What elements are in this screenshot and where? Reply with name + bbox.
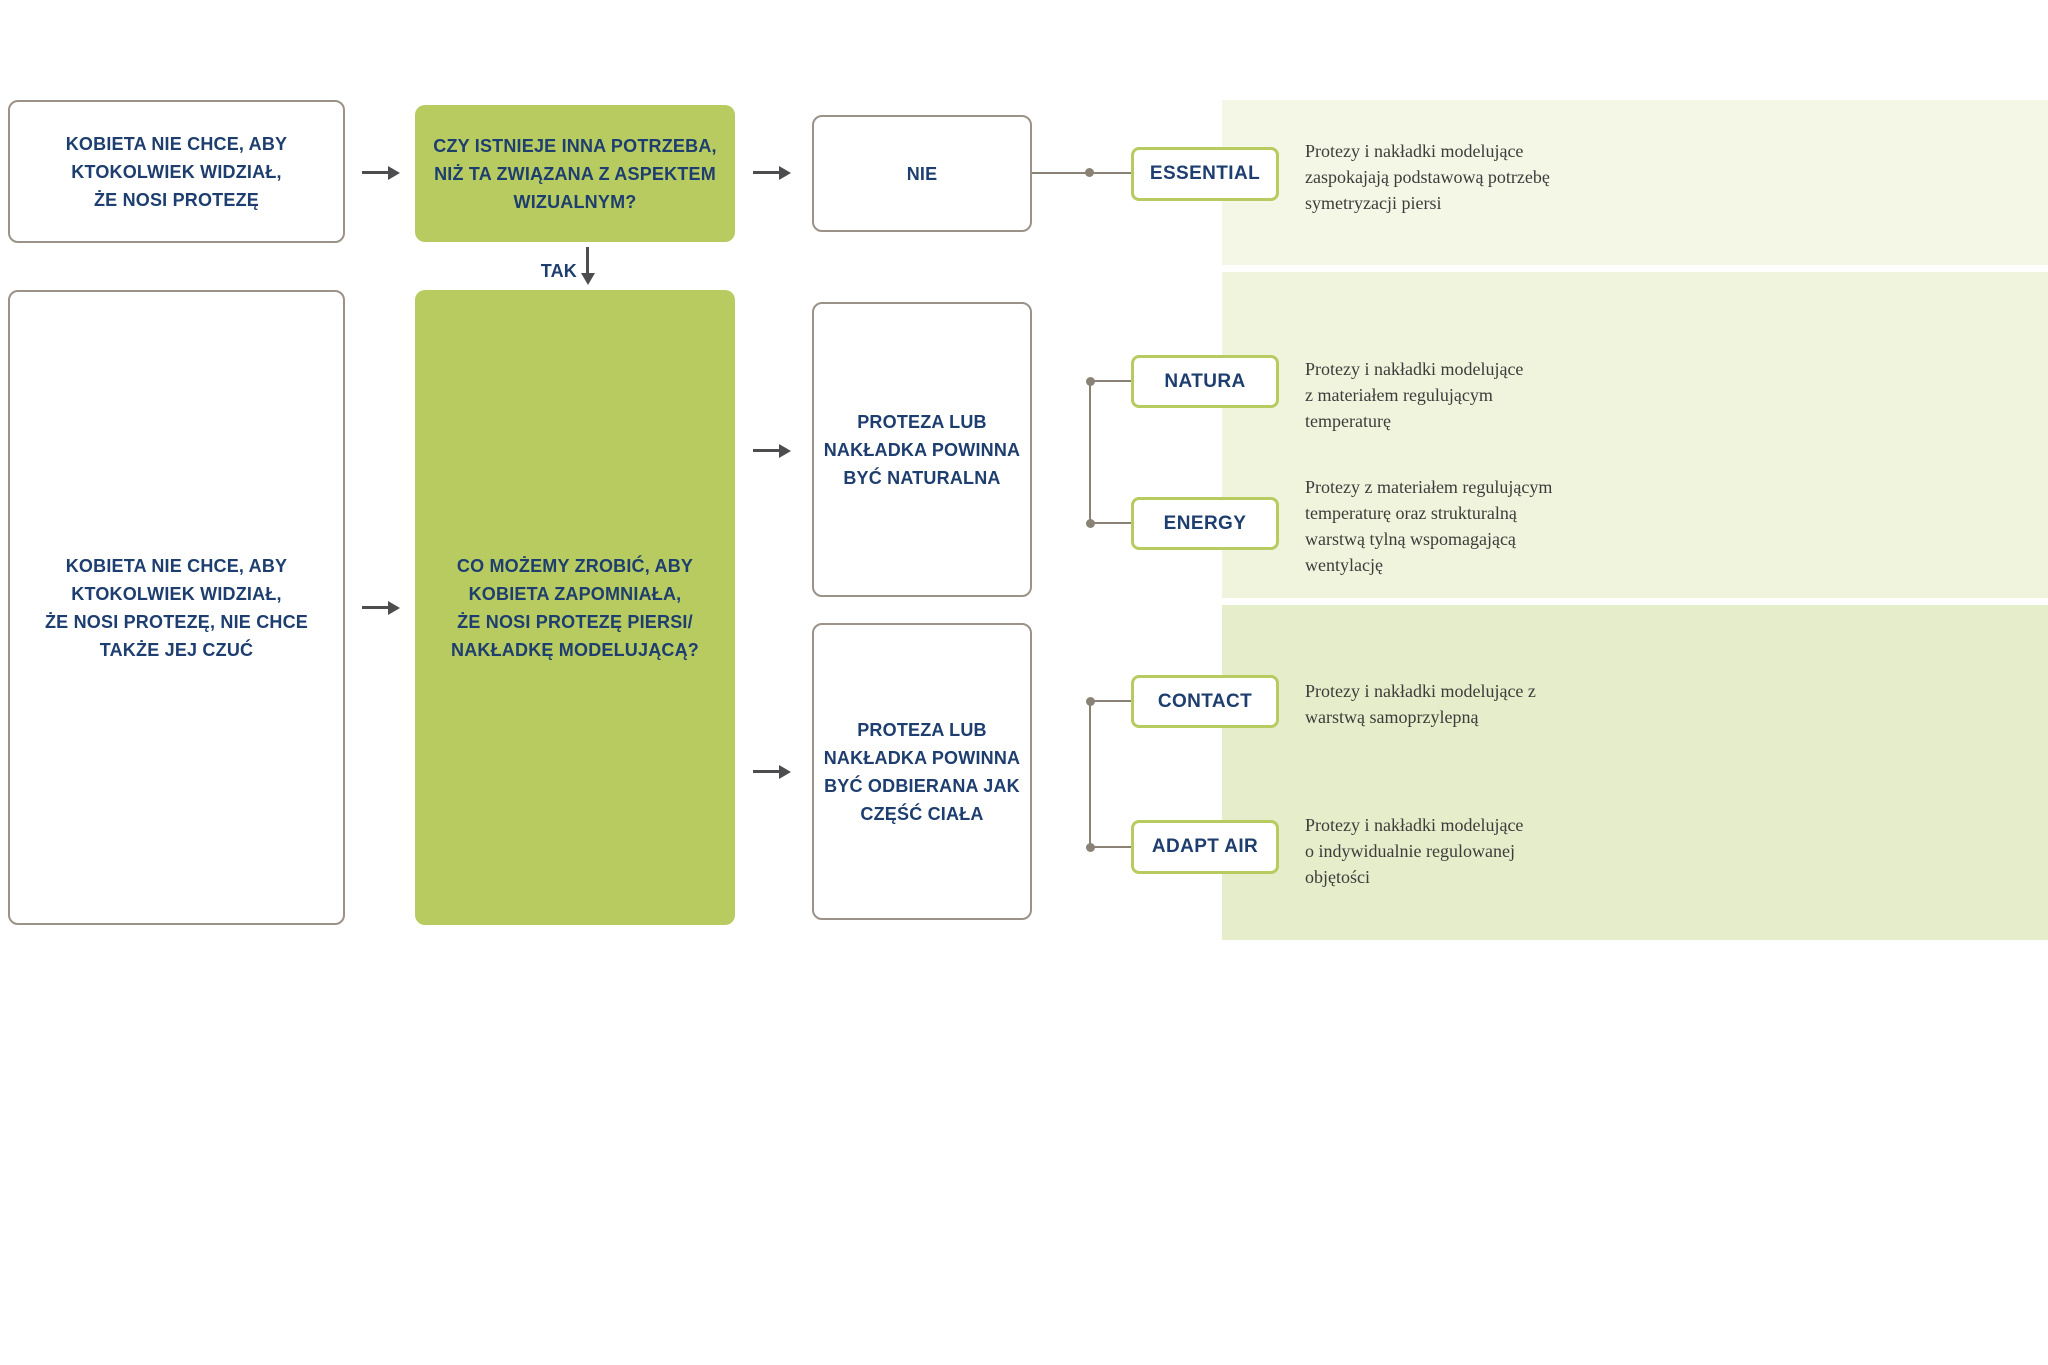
product-box-natura: NATURA (1131, 355, 1279, 408)
product-energy-label: ENERGY (1163, 512, 1247, 534)
product-contact-label: CONTACT (1157, 690, 1253, 712)
connector-line (1032, 172, 1131, 174)
connector-line (1089, 522, 1131, 524)
arrow-right-icon (362, 606, 388, 609)
product-box-contact: CONTACT (1131, 675, 1279, 728)
connector-line (1089, 700, 1131, 702)
product-box-essential: ESSENTIAL (1131, 147, 1279, 201)
connector-line (1089, 701, 1091, 847)
junction-dot (1086, 843, 1095, 852)
junction-dot (1086, 377, 1095, 386)
question-box-forget-prosthesis-text: CO MOŻEMY ZROBIĆ, ABY KOBIETA ZAPOMNIAŁA… (451, 555, 699, 660)
requirement-box-natural-text: PROTEZA LUB NAKŁADKA POWINNA BYĆ NATURAL… (823, 411, 1021, 488)
answer-no-box: NIE (812, 115, 1032, 232)
arrow-right-icon (753, 449, 779, 452)
product-adapt-air-label: ADAPT AIR (1151, 836, 1259, 857)
question-box-other-need-text: CZY ISTNIEJE INNA POTRZEBA, NIŻ TA ZWIĄZ… (433, 135, 717, 212)
arrow-right-icon (753, 171, 779, 174)
background-panel-middle (1222, 272, 2048, 598)
connector-line (1089, 381, 1091, 523)
junction-dot (1086, 697, 1095, 706)
condition-box-visibility-and-feel-text: KOBIETA NIE CHCE, ABY KTOKOLWIEK WIDZIAŁ… (44, 555, 309, 660)
answer-no-text: NIE (906, 163, 938, 184)
product-essential-description: Protezy i nakładki modelujące zaspokajaj… (1305, 141, 1550, 213)
product-energy-description: Protezy z materiałem regulującym tempera… (1305, 477, 1553, 575)
answer-yes-label: TAK (540, 261, 577, 281)
junction-dot (1086, 519, 1095, 528)
connector-line (1089, 846, 1131, 848)
product-essential-label: ESSENTIAL (1149, 163, 1261, 184)
requirement-box-body-part-text: PROTEZA LUB NAKŁADKA POWINNA BYĆ ODBIERA… (823, 719, 1021, 824)
product-natura-label: NATURA (1164, 370, 1246, 392)
arrow-right-icon (753, 770, 779, 773)
condition-box-visibility-text: KOBIETA NIE CHCE, ABY KTOKOLWIEK WIDZIAŁ… (65, 133, 288, 210)
requirement-box-body-part: PROTEZA LUB NAKŁADKA POWINNA BYĆ ODBIERA… (812, 623, 1032, 920)
requirement-box-natural: PROTEZA LUB NAKŁADKA POWINNA BYĆ NATURAL… (812, 302, 1032, 597)
question-box-other-need: CZY ISTNIEJE INNA POTRZEBA, NIŻ TA ZWIĄZ… (415, 105, 735, 242)
condition-box-visibility: KOBIETA NIE CHCE, ABY KTOKOLWIEK WIDZIAŁ… (8, 100, 345, 243)
product-natura-description: Protezy i nakładki modelujące z materiał… (1305, 359, 1524, 431)
condition-box-visibility-and-feel: KOBIETA NIE CHCE, ABY KTOKOLWIEK WIDZIAŁ… (8, 290, 345, 925)
product-box-energy: ENERGY (1131, 497, 1279, 550)
arrow-down-icon (586, 247, 589, 273)
product-contact-description: Protezy i nakładki modelujące z warstwą … (1305, 681, 1536, 727)
background-panel-bottom (1222, 605, 2048, 940)
product-adapt-air-description: Protezy i nakładki modelujące o indywidu… (1305, 815, 1524, 887)
background-panel-top (1222, 100, 2048, 265)
product-box-adapt-air: ADAPT AIR (1131, 820, 1279, 874)
connector-line (1089, 380, 1131, 382)
question-box-forget-prosthesis: CO MOŻEMY ZROBIĆ, ABY KOBIETA ZAPOMNIAŁA… (415, 290, 735, 925)
arrow-right-icon (362, 171, 388, 174)
junction-dot (1085, 168, 1094, 177)
